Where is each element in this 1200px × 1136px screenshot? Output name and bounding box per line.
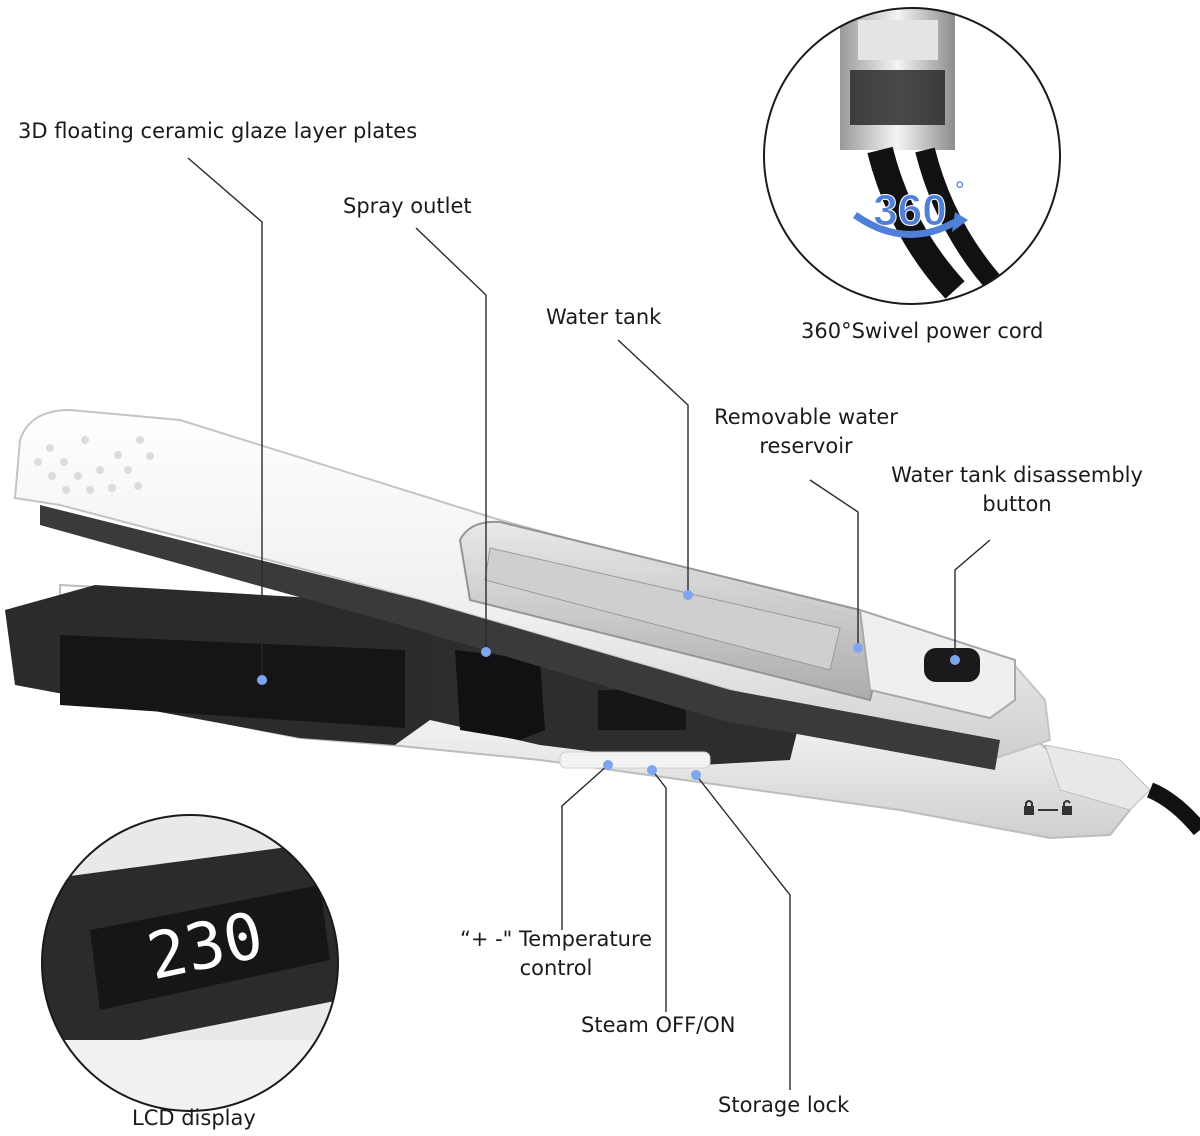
disassembly-dot <box>950 655 960 665</box>
plates-line <box>187 157 263 680</box>
reservoir-dot <box>853 643 863 653</box>
label-disassembly-2: button <box>982 492 1052 516</box>
callout-lines <box>187 157 991 1090</box>
tank-dot <box>683 590 693 600</box>
spray-dot <box>481 647 491 657</box>
control-strip <box>559 751 711 769</box>
steam-dot <box>647 765 657 775</box>
swivel-badge: 360 <box>873 186 946 235</box>
tank-line <box>617 339 689 595</box>
reservoir-line <box>809 479 859 648</box>
cavity-slot <box>455 650 545 740</box>
callout-dots <box>257 590 960 780</box>
disassembly-button[interactable] <box>924 648 980 682</box>
storage-dot <box>691 770 701 780</box>
unlock-icon <box>1062 800 1072 815</box>
disassembly-line <box>954 539 991 660</box>
temp-dot <box>603 760 613 770</box>
cord-relief <box>1044 744 1151 811</box>
label-spray-outlet: Spray outlet <box>343 194 472 218</box>
upper-arm-edge <box>40 505 1000 770</box>
plates-dot <box>257 675 267 685</box>
spray-line <box>415 227 487 652</box>
swivel-degree: ° <box>955 177 965 204</box>
label-lcd: LCD display <box>132 1106 256 1130</box>
vent-dots <box>34 436 154 494</box>
temp-line <box>561 764 609 930</box>
label-plates: 3D floating ceramic glaze layer plates <box>18 119 418 143</box>
label-temp-1: “+ -" Temperature <box>459 927 653 951</box>
lower-plate-strip <box>60 635 405 728</box>
label-steam: Steam OFF/ON <box>581 1013 736 1037</box>
label-disassembly-1: Water tank disassembly <box>891 463 1143 487</box>
label-swivel-cord: 360°Swivel power cord <box>801 319 1044 343</box>
power-cord <box>1146 782 1200 836</box>
straightener <box>5 408 1200 840</box>
label-temp-2: control <box>519 956 593 980</box>
label-reservoir-2: reservoir <box>759 434 853 458</box>
label-storage-lock: Storage lock <box>718 1093 850 1117</box>
label-reservoir-1: Removable water <box>714 405 898 429</box>
rotate-arrow-head <box>952 212 968 232</box>
rotate-arrow-icon <box>852 212 957 238</box>
lock-icon <box>1024 800 1034 815</box>
steam-line <box>651 769 667 1012</box>
inset-swivel: 360 ° <box>763 7 1061 305</box>
storage-line <box>695 774 791 1090</box>
label-water-tank: Water tank <box>546 305 662 329</box>
inset-lcd: 230 <box>41 814 339 1112</box>
